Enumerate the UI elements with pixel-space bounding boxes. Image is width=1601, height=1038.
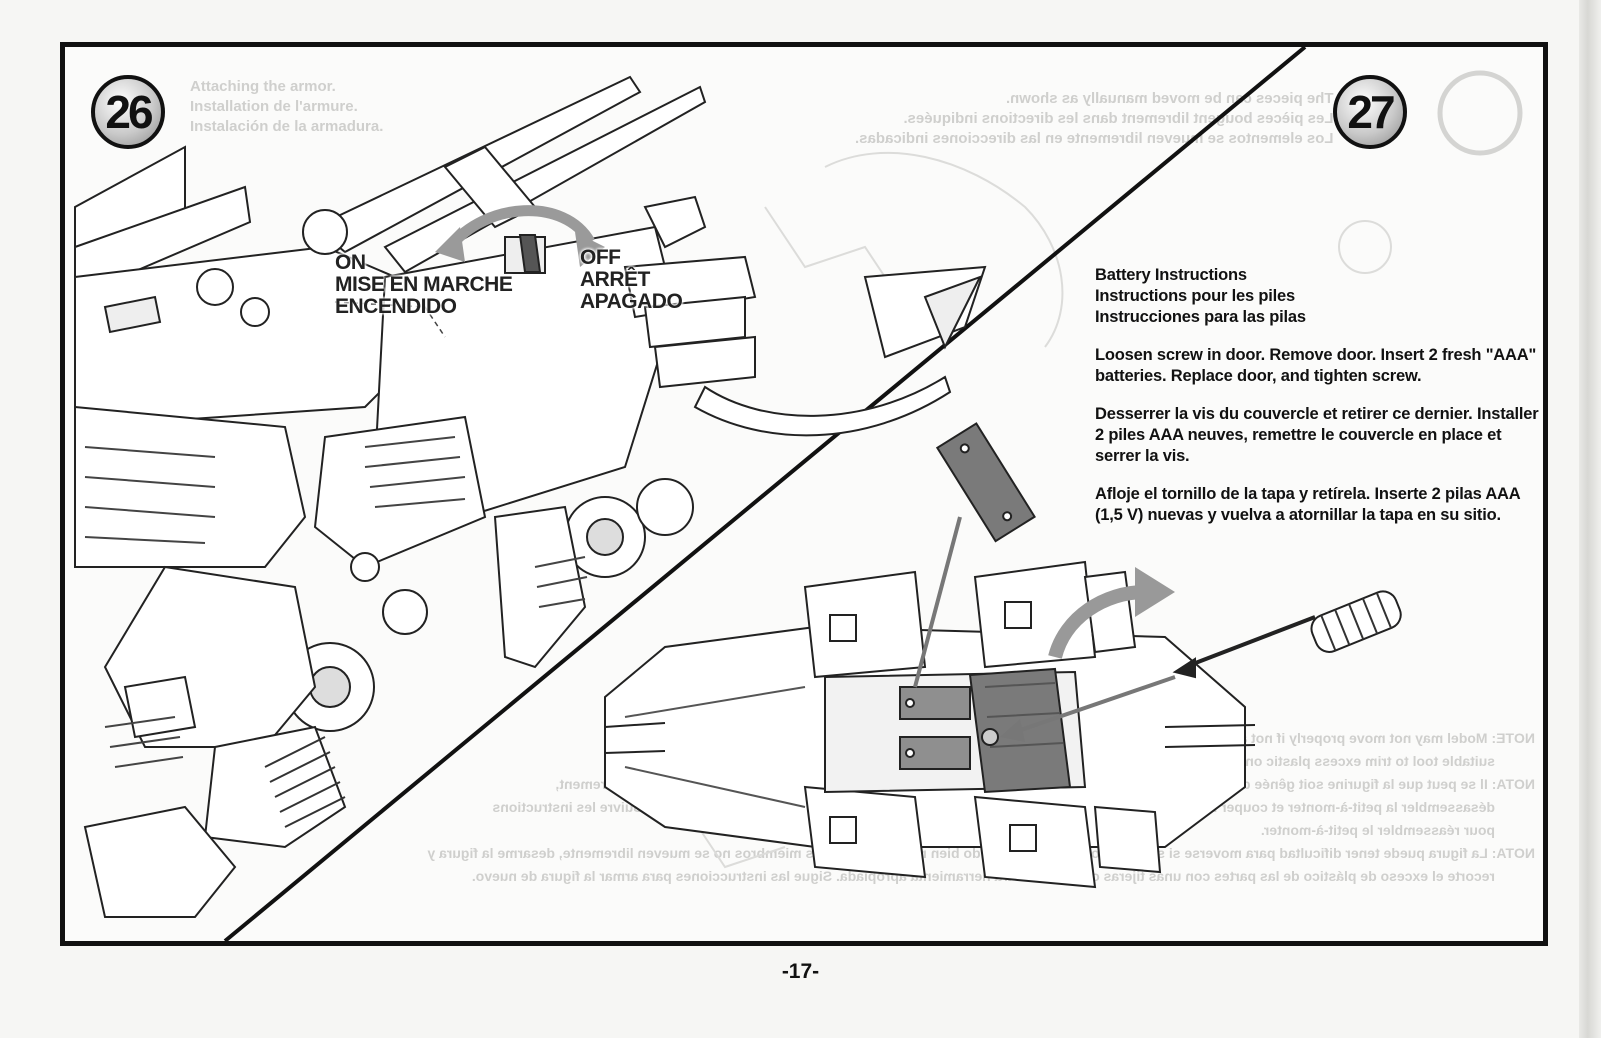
rotate-switch-arrow	[435, 205, 605, 267]
dashed-guide	[334, 301, 446, 338]
loosen-screw-arrow	[1000, 675, 1176, 742]
zoid-mechanism-illustration	[74, 75, 987, 918]
ghost-text-top-left: Attaching the armor. Installation de l'a…	[190, 78, 384, 135]
battery-instructions-fr: Desserrer la vis du couvercle et retirer…	[1095, 405, 1539, 465]
on-label-fr: MISE EN MARCHE	[335, 273, 513, 296]
instruction-panel: Attaching the armor. Installation de l'a…	[60, 42, 1548, 946]
switch-off-labels: OFF ARRÊT APAGADO	[580, 246, 683, 313]
panel-divider	[223, 47, 1307, 941]
battery-heading-es: Instrucciones para las pilas	[1095, 308, 1306, 326]
on-label-en: ON	[335, 251, 366, 274]
battery-headings: Battery Instructions Instructions pour l…	[1095, 265, 1543, 328]
switch-on-labels: ON MISE EN MARCHE ENCENDIDO	[335, 251, 513, 318]
page-edge	[1579, 0, 1601, 1038]
illustration-canvas	[74, 47, 1523, 941]
battery-compartment-illustration	[604, 422, 1402, 889]
off-label-es: APAGADO	[580, 290, 683, 313]
battery-instructions: Battery Instructions Instructions pour l…	[1095, 265, 1543, 543]
battery-instructions-en: Loosen screw in door. Remove door. Inser…	[1095, 346, 1537, 385]
battery-heading-en: Battery Instructions	[1095, 266, 1247, 284]
step-26-badge: 26	[91, 75, 165, 149]
on-label-es: ENCENDIDO	[335, 295, 457, 318]
remove-door-arrow	[1048, 567, 1175, 660]
battery-heading-fr: Instructions pour les piles	[1095, 287, 1295, 305]
off-label-en: OFF	[580, 246, 621, 269]
battery-instructions-es: Afloje el tornillo de la tapa y retírela…	[1095, 485, 1520, 524]
off-label-fr: ARRÊT	[580, 268, 650, 291]
insert-battery-arrow	[913, 516, 962, 688]
step-27-badge: 27	[1333, 75, 1407, 149]
page-number: -17-	[781, 960, 820, 983]
